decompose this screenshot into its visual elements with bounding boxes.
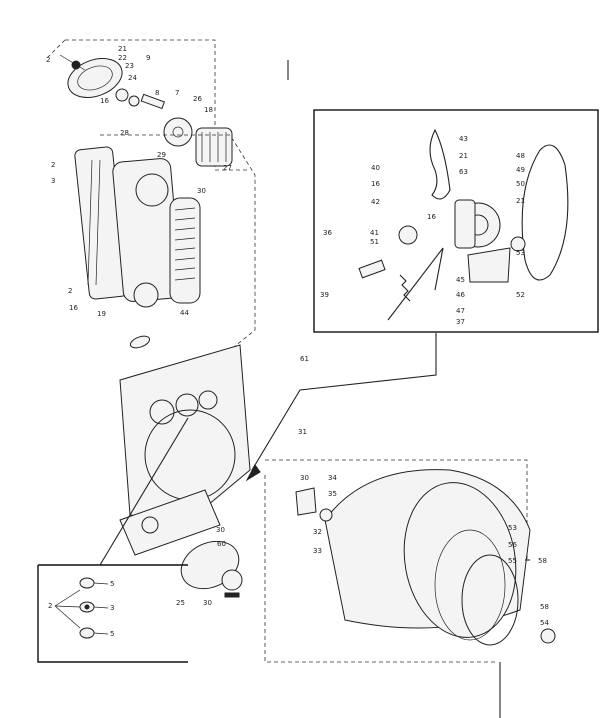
callout: 7 bbox=[175, 89, 179, 97]
callout: 42 bbox=[371, 198, 380, 206]
callout: 3 bbox=[51, 177, 55, 185]
callout: 30 bbox=[300, 474, 309, 482]
callout: 51 bbox=[370, 238, 379, 246]
callout: 45 bbox=[456, 276, 465, 284]
callout: 21 bbox=[459, 152, 468, 160]
callout: 33 bbox=[313, 547, 322, 555]
callout: 9 bbox=[146, 54, 150, 62]
callout: 16 bbox=[371, 180, 380, 188]
callout: 53 bbox=[516, 249, 525, 257]
blower-assembly bbox=[44, 39, 250, 171]
callout: 18 bbox=[204, 106, 213, 114]
callout: 39 bbox=[320, 291, 329, 299]
callout: 36 bbox=[323, 229, 332, 237]
callout: 58 bbox=[540, 603, 549, 611]
small-inset-callouts: 5 2 3 5 bbox=[48, 580, 114, 638]
callout: 44 bbox=[180, 309, 189, 317]
callout: 48 bbox=[516, 152, 525, 160]
callout: 52 bbox=[516, 291, 525, 299]
callout: 34 bbox=[328, 474, 337, 482]
callout: 60 bbox=[217, 540, 226, 548]
duct-callouts: 28 29 30 2 3 44 2 16 19 61 bbox=[51, 129, 309, 363]
callout: 30 bbox=[216, 526, 225, 534]
callout: 8 bbox=[155, 89, 159, 97]
callout: 28 bbox=[120, 129, 129, 137]
arrow-head bbox=[245, 464, 261, 482]
motor-inset bbox=[313, 109, 599, 333]
callout: 5 bbox=[110, 630, 114, 638]
callout: 2 bbox=[68, 287, 72, 295]
callout: 5 bbox=[110, 580, 114, 588]
rear-bulkhead bbox=[119, 344, 251, 556]
callout: 19 bbox=[97, 310, 106, 318]
callout: 2 bbox=[46, 56, 50, 64]
callout: 27 bbox=[223, 164, 232, 172]
arrow-line bbox=[251, 333, 437, 471]
callout: 23 bbox=[125, 62, 134, 70]
callout: 58 bbox=[538, 557, 547, 565]
callout: 29 bbox=[157, 151, 166, 159]
callout: 49 bbox=[516, 166, 525, 174]
callout: 16 bbox=[427, 213, 436, 221]
callout: 3 bbox=[110, 604, 114, 612]
callout: 21 bbox=[516, 197, 525, 205]
drum-assembly bbox=[264, 459, 556, 718]
callout: 22 bbox=[118, 54, 127, 62]
callout: 25 bbox=[176, 599, 185, 607]
callout: 35 bbox=[328, 490, 337, 498]
capacitor bbox=[180, 540, 243, 598]
callout: 21 bbox=[118, 45, 127, 53]
callout: 55 bbox=[508, 557, 517, 565]
callout: 53 bbox=[508, 524, 517, 532]
callout: 2 bbox=[51, 161, 55, 169]
callout: 30 bbox=[203, 599, 212, 607]
callout: 2 bbox=[48, 602, 52, 610]
blower-callouts: 21 22 23 24 16 9 8 7 26 18 27 2 bbox=[46, 45, 232, 172]
callout: 37 bbox=[456, 318, 465, 326]
callout: 47 bbox=[456, 307, 465, 315]
cabinet-callouts: 31 30 34 35 30 32 33 60 25 30 53 56 55 5… bbox=[176, 428, 549, 627]
callout: 24 bbox=[128, 74, 137, 82]
callout: 26 bbox=[193, 95, 202, 103]
callout: 54 bbox=[540, 619, 549, 627]
callout: 50 bbox=[516, 180, 525, 188]
callout: 40 bbox=[371, 164, 380, 172]
callout: 61 bbox=[300, 355, 309, 363]
callout: 56 bbox=[508, 541, 517, 549]
duct-assembly bbox=[74, 134, 256, 351]
callout: 41 bbox=[370, 229, 379, 237]
small-inset bbox=[37, 564, 188, 663]
motor-callouts: 43 21 63 48 49 50 40 16 42 16 21 36 41 5… bbox=[320, 135, 525, 326]
callout: 63 bbox=[459, 168, 468, 176]
callout: 43 bbox=[459, 135, 468, 143]
callout: 31 bbox=[298, 428, 307, 436]
callout: 16 bbox=[69, 304, 78, 312]
callout: 46 bbox=[456, 291, 465, 299]
callout: 16 bbox=[100, 97, 109, 105]
callout: 32 bbox=[313, 528, 322, 536]
callout: 30 bbox=[197, 187, 206, 195]
